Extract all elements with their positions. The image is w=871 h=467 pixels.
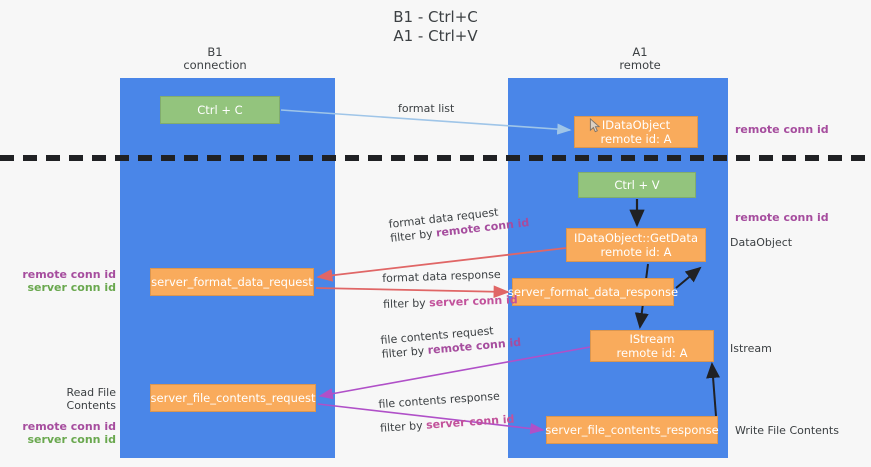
column-header-a1: A1 remote [619, 45, 661, 72]
column-header-b1: B1 connection [183, 45, 247, 72]
filter-prefix: filter by [379, 418, 427, 435]
arrow-format-list [280, 109, 572, 135]
arrow-filecontents-response-to-istream [706, 362, 721, 417]
arrow-response-to-getdata [675, 266, 702, 289]
note-right-dataobject: DataObject [730, 236, 793, 249]
node-ctrl-v[interactable]: Ctrl + V [578, 172, 696, 198]
node-server-file-contents-response[interactable]: server_file_contents_response [545, 416, 719, 444]
note-right-write-file-contents: Write File Contents [735, 424, 839, 437]
edge-label-format-data-response: format data response filter by server co… [382, 267, 518, 312]
edge-label-format-list: format list [398, 102, 454, 116]
arrow-format-data-response [315, 285, 510, 298]
node-idataobject-getdata[interactable]: IDataObject::GetData remote id: A [566, 228, 706, 262]
node-ctrl-c[interactable]: Ctrl + C [160, 96, 280, 124]
note-read-file-contents-title: Read File Contents [66, 386, 116, 412]
filter-prefix: filter by [381, 343, 429, 361]
node-server-format-data-response[interactable]: server_format_data_response [508, 278, 678, 306]
note-remote-conn-id: remote conn id [22, 268, 116, 281]
arrow-file-contents-response [317, 403, 545, 435]
note-server-conn-id: server conn id [27, 433, 116, 446]
note-remote-conn-id: remote conn id [22, 420, 116, 433]
note-server-conn-id: server conn id [27, 281, 116, 294]
note-right-istream: Istream [730, 342, 772, 355]
page-title: B1 - Ctrl+C A1 - Ctrl+V [393, 8, 478, 45]
note-right-remote-conn-id-top: remote conn id [735, 123, 829, 136]
note-right-remote-conn-id-middle: remote conn id [735, 211, 829, 224]
filter-key-server-conn-id: server conn id [428, 293, 518, 310]
arrow-format-data-request [316, 247, 567, 282]
node-server-format-data-request[interactable]: server_format_data_request [150, 268, 314, 296]
node-istream[interactable]: IStream remote id: A [590, 330, 714, 362]
filter-prefix: filter by [382, 296, 430, 311]
arrow-file-contents-request [318, 346, 591, 400]
note-left-conn-ids-format: remote conn id server conn id [20, 268, 116, 294]
note-left-read-file-contents: Read File Contents remote conn id server… [16, 386, 116, 446]
node-server-file-contents-request[interactable]: server_file_contents_request [150, 384, 316, 412]
edge-label-format-list-text: format list [398, 102, 455, 115]
node-idataobject[interactable]: IDataObject remote id: A [574, 116, 698, 148]
